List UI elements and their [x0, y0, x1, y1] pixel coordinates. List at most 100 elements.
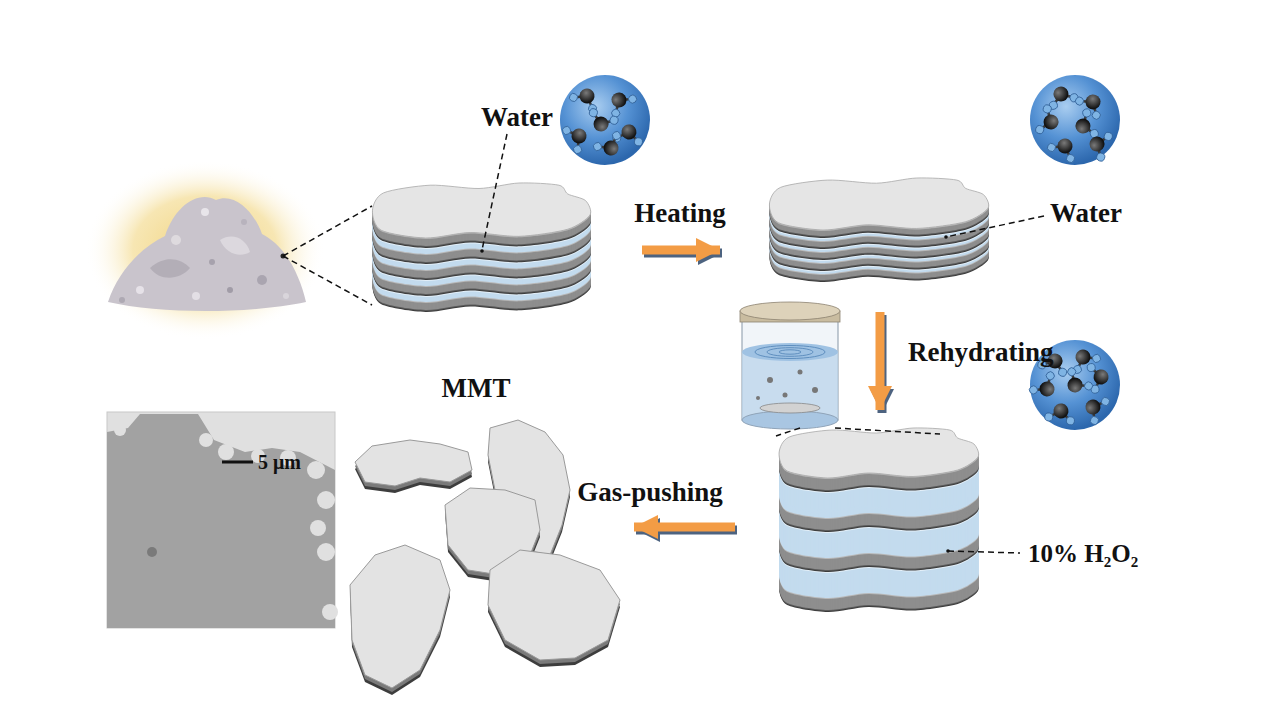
- powder-speck: [209, 259, 215, 265]
- water-molecule: [603, 85, 639, 119]
- stack-drawing: [775, 428, 978, 612]
- process-arrow-body: [876, 312, 885, 410]
- powder-speck: [192, 292, 200, 300]
- particle: [798, 370, 803, 375]
- particle: [812, 387, 818, 393]
- water-molecule: [592, 130, 628, 162]
- clay-layer-edge: [779, 429, 979, 479]
- sheet-edge: [114, 424, 126, 436]
- leader-line: [835, 428, 940, 434]
- sheet-edge: [310, 520, 326, 536]
- step-label: Heating: [634, 200, 726, 227]
- layered-stack: WaterMMT: [368, 183, 590, 312]
- leader-line: [283, 256, 372, 305]
- water-molecule: [1079, 390, 1111, 426]
- step-label: Rehydrating: [908, 339, 1054, 366]
- powder-pile: [108, 197, 306, 311]
- clay-layer-edge: [769, 179, 988, 231]
- water-molecule: [1028, 370, 1064, 404]
- step-label: Gas-pushing: [577, 479, 723, 506]
- callout-label: Water: [1050, 200, 1122, 227]
- leader-line: [482, 134, 507, 250]
- stack-top-face: [769, 178, 988, 230]
- scale-label: 5 μm: [258, 452, 301, 472]
- beaker: [740, 302, 840, 429]
- leader-line: [948, 551, 1020, 553]
- powder-photo: [85, 160, 325, 340]
- sheet-edge: [322, 604, 338, 620]
- scale-bar: [222, 461, 253, 464]
- arrow-body: [634, 523, 735, 532]
- flake-face: [488, 550, 620, 660]
- sheet-edge: [307, 461, 325, 479]
- water-molecule: [1046, 132, 1082, 164]
- beaker-bottom: [742, 411, 838, 429]
- microscope-image: [107, 412, 338, 628]
- ripple: [767, 348, 813, 357]
- beaker-liquid: [742, 352, 838, 420]
- leader-lines: [283, 134, 1044, 553]
- callout-label: Water: [481, 104, 553, 131]
- particle: [756, 396, 760, 400]
- nanosheet: [107, 414, 335, 628]
- flake-face: [355, 440, 472, 486]
- leader-dot: [944, 235, 948, 239]
- flake-face: [350, 545, 450, 688]
- process-arrow-body: [642, 246, 720, 255]
- process-arrow: [880, 312, 882, 413]
- leader-line: [946, 216, 1044, 237]
- powder-speck: [119, 297, 125, 303]
- water-molecule: [1074, 87, 1110, 121]
- arrow-shadow: [878, 315, 887, 413]
- process-arrow: [642, 250, 722, 253]
- particle: [767, 377, 773, 383]
- ripple: [779, 350, 801, 354]
- leader-dot: [480, 249, 484, 253]
- clay-layer-edge: [372, 184, 590, 239]
- stack-caption: MMT: [442, 375, 511, 402]
- powder-speck: [201, 208, 209, 216]
- water-molecule: [1059, 366, 1095, 400]
- water-bubble: [1030, 75, 1120, 165]
- leader-dot: [946, 549, 950, 553]
- sheet-edge: [317, 491, 335, 509]
- ripple: [755, 346, 825, 359]
- exfoliated-flakes: [350, 420, 620, 695]
- powder-light: [220, 236, 250, 254]
- water-molecule: [584, 108, 619, 137]
- leader-line: [776, 428, 800, 436]
- water-bubble: [560, 75, 650, 165]
- powder-speck: [171, 235, 181, 245]
- stack-drawing: [368, 183, 590, 312]
- leader-dot: [281, 254, 286, 259]
- image-frame: [107, 412, 335, 628]
- powder-speck: [227, 287, 233, 293]
- sheet-edge: [317, 543, 335, 561]
- particle: [783, 393, 788, 398]
- water-molecule: [561, 119, 593, 155]
- stack-drawing: [765, 178, 988, 282]
- water-molecule: [1044, 401, 1077, 425]
- sheet-spot: [147, 547, 157, 557]
- water-molecule: [1035, 104, 1064, 139]
- leader-line: [283, 206, 372, 256]
- powder-shade: [150, 259, 190, 277]
- arrow-shadow: [644, 249, 722, 258]
- powder-speck: [241, 219, 247, 225]
- powder-speck: [257, 275, 267, 285]
- stack-top-face: [779, 428, 979, 478]
- water-molecule: [1085, 127, 1114, 162]
- sheet-edge: [199, 433, 213, 447]
- layered-stack: 10% H₂O₂: [775, 428, 978, 612]
- beaker-lid: [740, 302, 840, 320]
- stack-top-face: [372, 183, 590, 238]
- layered-stack: Water: [765, 178, 988, 282]
- water-molecule: [568, 82, 604, 114]
- bubble-circle: [560, 75, 650, 165]
- beaker-body: [742, 320, 838, 420]
- callout-label: 10% H₂O₂: [1028, 541, 1138, 566]
